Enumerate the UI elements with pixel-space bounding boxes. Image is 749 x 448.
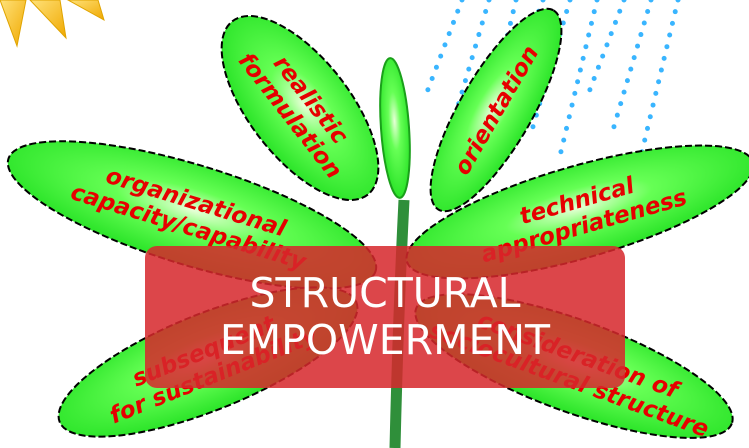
rain-streak — [637, 0, 681, 163]
leaf-realistic-formulation: realistic formulation — [220, 15, 380, 201]
rain-streak — [529, 0, 573, 133]
rain-streak — [583, 0, 627, 103]
sun-icon — [0, 0, 105, 48]
bud — [379, 57, 411, 199]
rain-streak — [556, 0, 600, 163]
banner-line: EMPOWERMENT — [219, 316, 551, 364]
rain-streak — [610, 0, 654, 133]
structural-empowerment-banner: STRUCTURAL EMPOWERMENT — [145, 246, 625, 388]
rain-streak — [448, 0, 492, 133]
rain-streak — [421, 0, 465, 103]
banner-line: STRUCTURAL — [249, 269, 521, 317]
